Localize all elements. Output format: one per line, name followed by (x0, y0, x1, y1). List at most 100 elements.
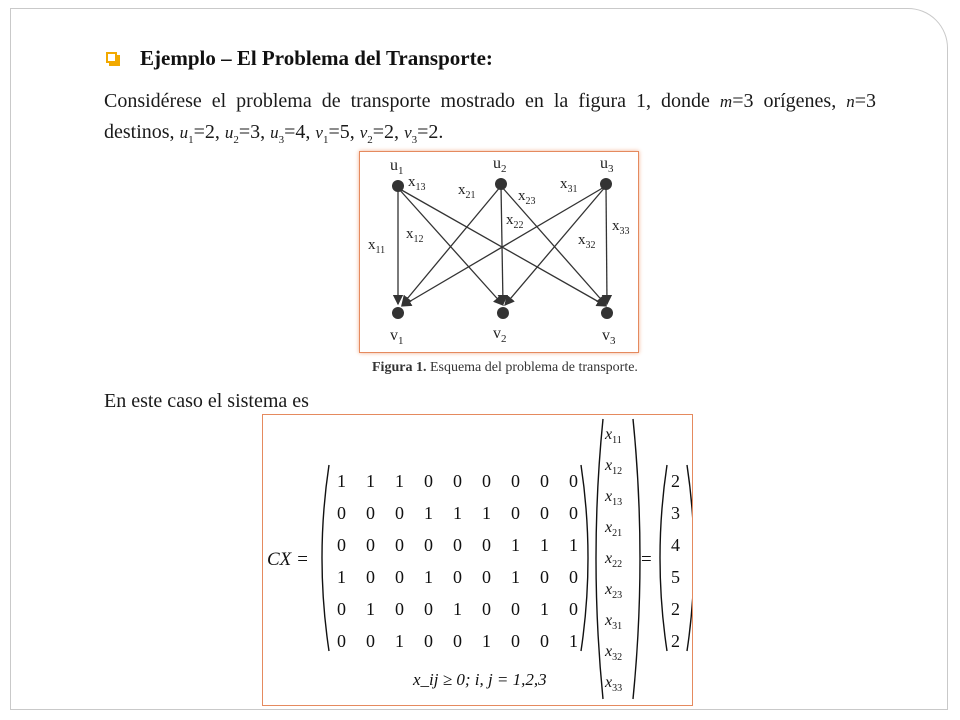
rhs-entry: 2 (671, 599, 680, 619)
transport-diagram-svg: u1 u2 u3 v1 v2 v3 x11 x12 x13 x21 x22 x2… (368, 155, 630, 347)
vector-entry: x21 (604, 519, 622, 539)
matrix-cell: 0 (511, 631, 520, 651)
matrix-cell: 0 (337, 535, 346, 555)
label-x31: x31 (560, 176, 578, 195)
matrix-cell: 1 (366, 599, 375, 619)
matrix-cell: 0 (453, 631, 462, 651)
matrix-cell: 1 (395, 471, 404, 491)
heading-text: Ejemplo – El Problema del Transporte: (140, 46, 493, 70)
slide-heading: Ejemplo – El Problema del Transporte: (106, 46, 493, 71)
matrix-cell: 0 (482, 535, 491, 555)
matrix-cell: 1 (453, 599, 462, 619)
matrix-cell: 0 (366, 631, 375, 651)
matrix-cell: 0 (424, 471, 433, 491)
matrix-cell: 1 (540, 599, 549, 619)
matrix-cell: 0 (569, 471, 578, 491)
node-v2 (497, 307, 509, 319)
label-v1: v1 (390, 327, 404, 347)
matrix-cell: 1 (482, 631, 491, 651)
matrix-cell: 0 (453, 567, 462, 587)
matrix-cell: 0 (482, 599, 491, 619)
node-u3 (600, 178, 612, 190)
edge-x31 (400, 185, 607, 307)
matrix-cell: 1 (424, 567, 433, 587)
label-x22: x22 (506, 212, 524, 231)
vector-entry: x12 (604, 457, 622, 477)
rhs-entry: 5 (671, 567, 680, 587)
constraint-text: x_ij ≥ 0; i, j = 1,2,3 (412, 670, 547, 689)
matrix-cell: 0 (453, 535, 462, 555)
vector-entry: x13 (604, 488, 622, 508)
matrix-right-paren (580, 464, 589, 652)
label-x33: x33 (612, 218, 630, 237)
matrix-cell: 0 (366, 535, 375, 555)
edge-x32 (504, 185, 607, 306)
rhs-entry: 3 (671, 503, 680, 523)
matrix-cell: 0 (511, 599, 520, 619)
matrix-cell: 0 (366, 567, 375, 587)
matrix-cell: 1 (337, 471, 346, 491)
matrix-cell: 0 (482, 567, 491, 587)
rhs-entry: 2 (671, 471, 680, 491)
rhs-left-paren (659, 464, 668, 652)
matrix-cell: 0 (540, 471, 549, 491)
square-bullet-icon (106, 51, 120, 66)
matrix-cell: 0 (395, 503, 404, 523)
matrix-cell: 0 (511, 503, 520, 523)
label-u1: u1 (390, 157, 404, 177)
matrix-cell: 1 (540, 535, 549, 555)
matrix-cell: 1 (569, 631, 578, 651)
matrix-cell: 0 (337, 631, 346, 651)
matrix-cell: 0 (395, 567, 404, 587)
matrix-cell: 0 (511, 471, 520, 491)
label-x32: x32 (578, 232, 596, 251)
matrix-cell: 0 (366, 503, 375, 523)
intro-paragraph: Considérese el problema de transporte mo… (104, 90, 876, 146)
matrix-cell: 1 (482, 503, 491, 523)
node-u2 (495, 178, 507, 190)
equals-sign: = (641, 549, 652, 570)
matrix-cell: 0 (424, 631, 433, 651)
label-u3: u3 (600, 155, 614, 175)
vector-entry: x32 (604, 643, 622, 663)
transport-diagram: u1 u2 u3 v1 v2 v3 x11 x12 x13 x21 x22 x2… (359, 151, 639, 353)
vector-right-paren (632, 418, 641, 700)
rhs-entry: 2 (671, 631, 680, 651)
vector-entry: x23 (604, 581, 622, 601)
matrix-cell: 0 (395, 599, 404, 619)
matrix-cell: 1 (424, 503, 433, 523)
matrix-cell: 0 (569, 567, 578, 587)
vector-entry: x11 (604, 426, 622, 446)
matrix-cell: 0 (540, 631, 549, 651)
matrix-cell: 0 (424, 535, 433, 555)
system-text: En este caso el sistema es (104, 390, 309, 412)
edge-lines (392, 185, 613, 307)
matrix-cell: 1 (337, 567, 346, 587)
matrix-cell: 1 (511, 567, 520, 587)
label-x11: x11 (368, 237, 385, 256)
rhs-right-paren (686, 464, 695, 652)
rhs-cells: 2 3 4 5 2 2 (671, 471, 680, 651)
matrix-cell: 0 (540, 503, 549, 523)
vector-entry: x22 (604, 550, 622, 570)
vector-entry: x33 (604, 674, 622, 694)
vector-left-paren (595, 418, 604, 700)
matrix-left-paren (321, 464, 330, 652)
label-x13: x13 (408, 174, 426, 193)
label-v3: v3 (602, 327, 616, 347)
label-x21: x21 (458, 182, 476, 201)
rhs-entry: 4 (671, 535, 680, 555)
matrix-cell: 1 (395, 631, 404, 651)
label-v2: v2 (493, 325, 507, 345)
matrix-cell: 0 (395, 535, 404, 555)
figure-caption: Figura 1. Esquema del problema de transp… (372, 360, 638, 375)
matrix-cell: 1 (366, 471, 375, 491)
matrix-cell: 1 (569, 535, 578, 555)
node-v3 (601, 307, 613, 319)
label-x23: x23 (518, 188, 536, 207)
matrix-brackets (321, 418, 695, 700)
matrix-cell: 0 (337, 503, 346, 523)
matrix-cell: 0 (569, 503, 578, 523)
